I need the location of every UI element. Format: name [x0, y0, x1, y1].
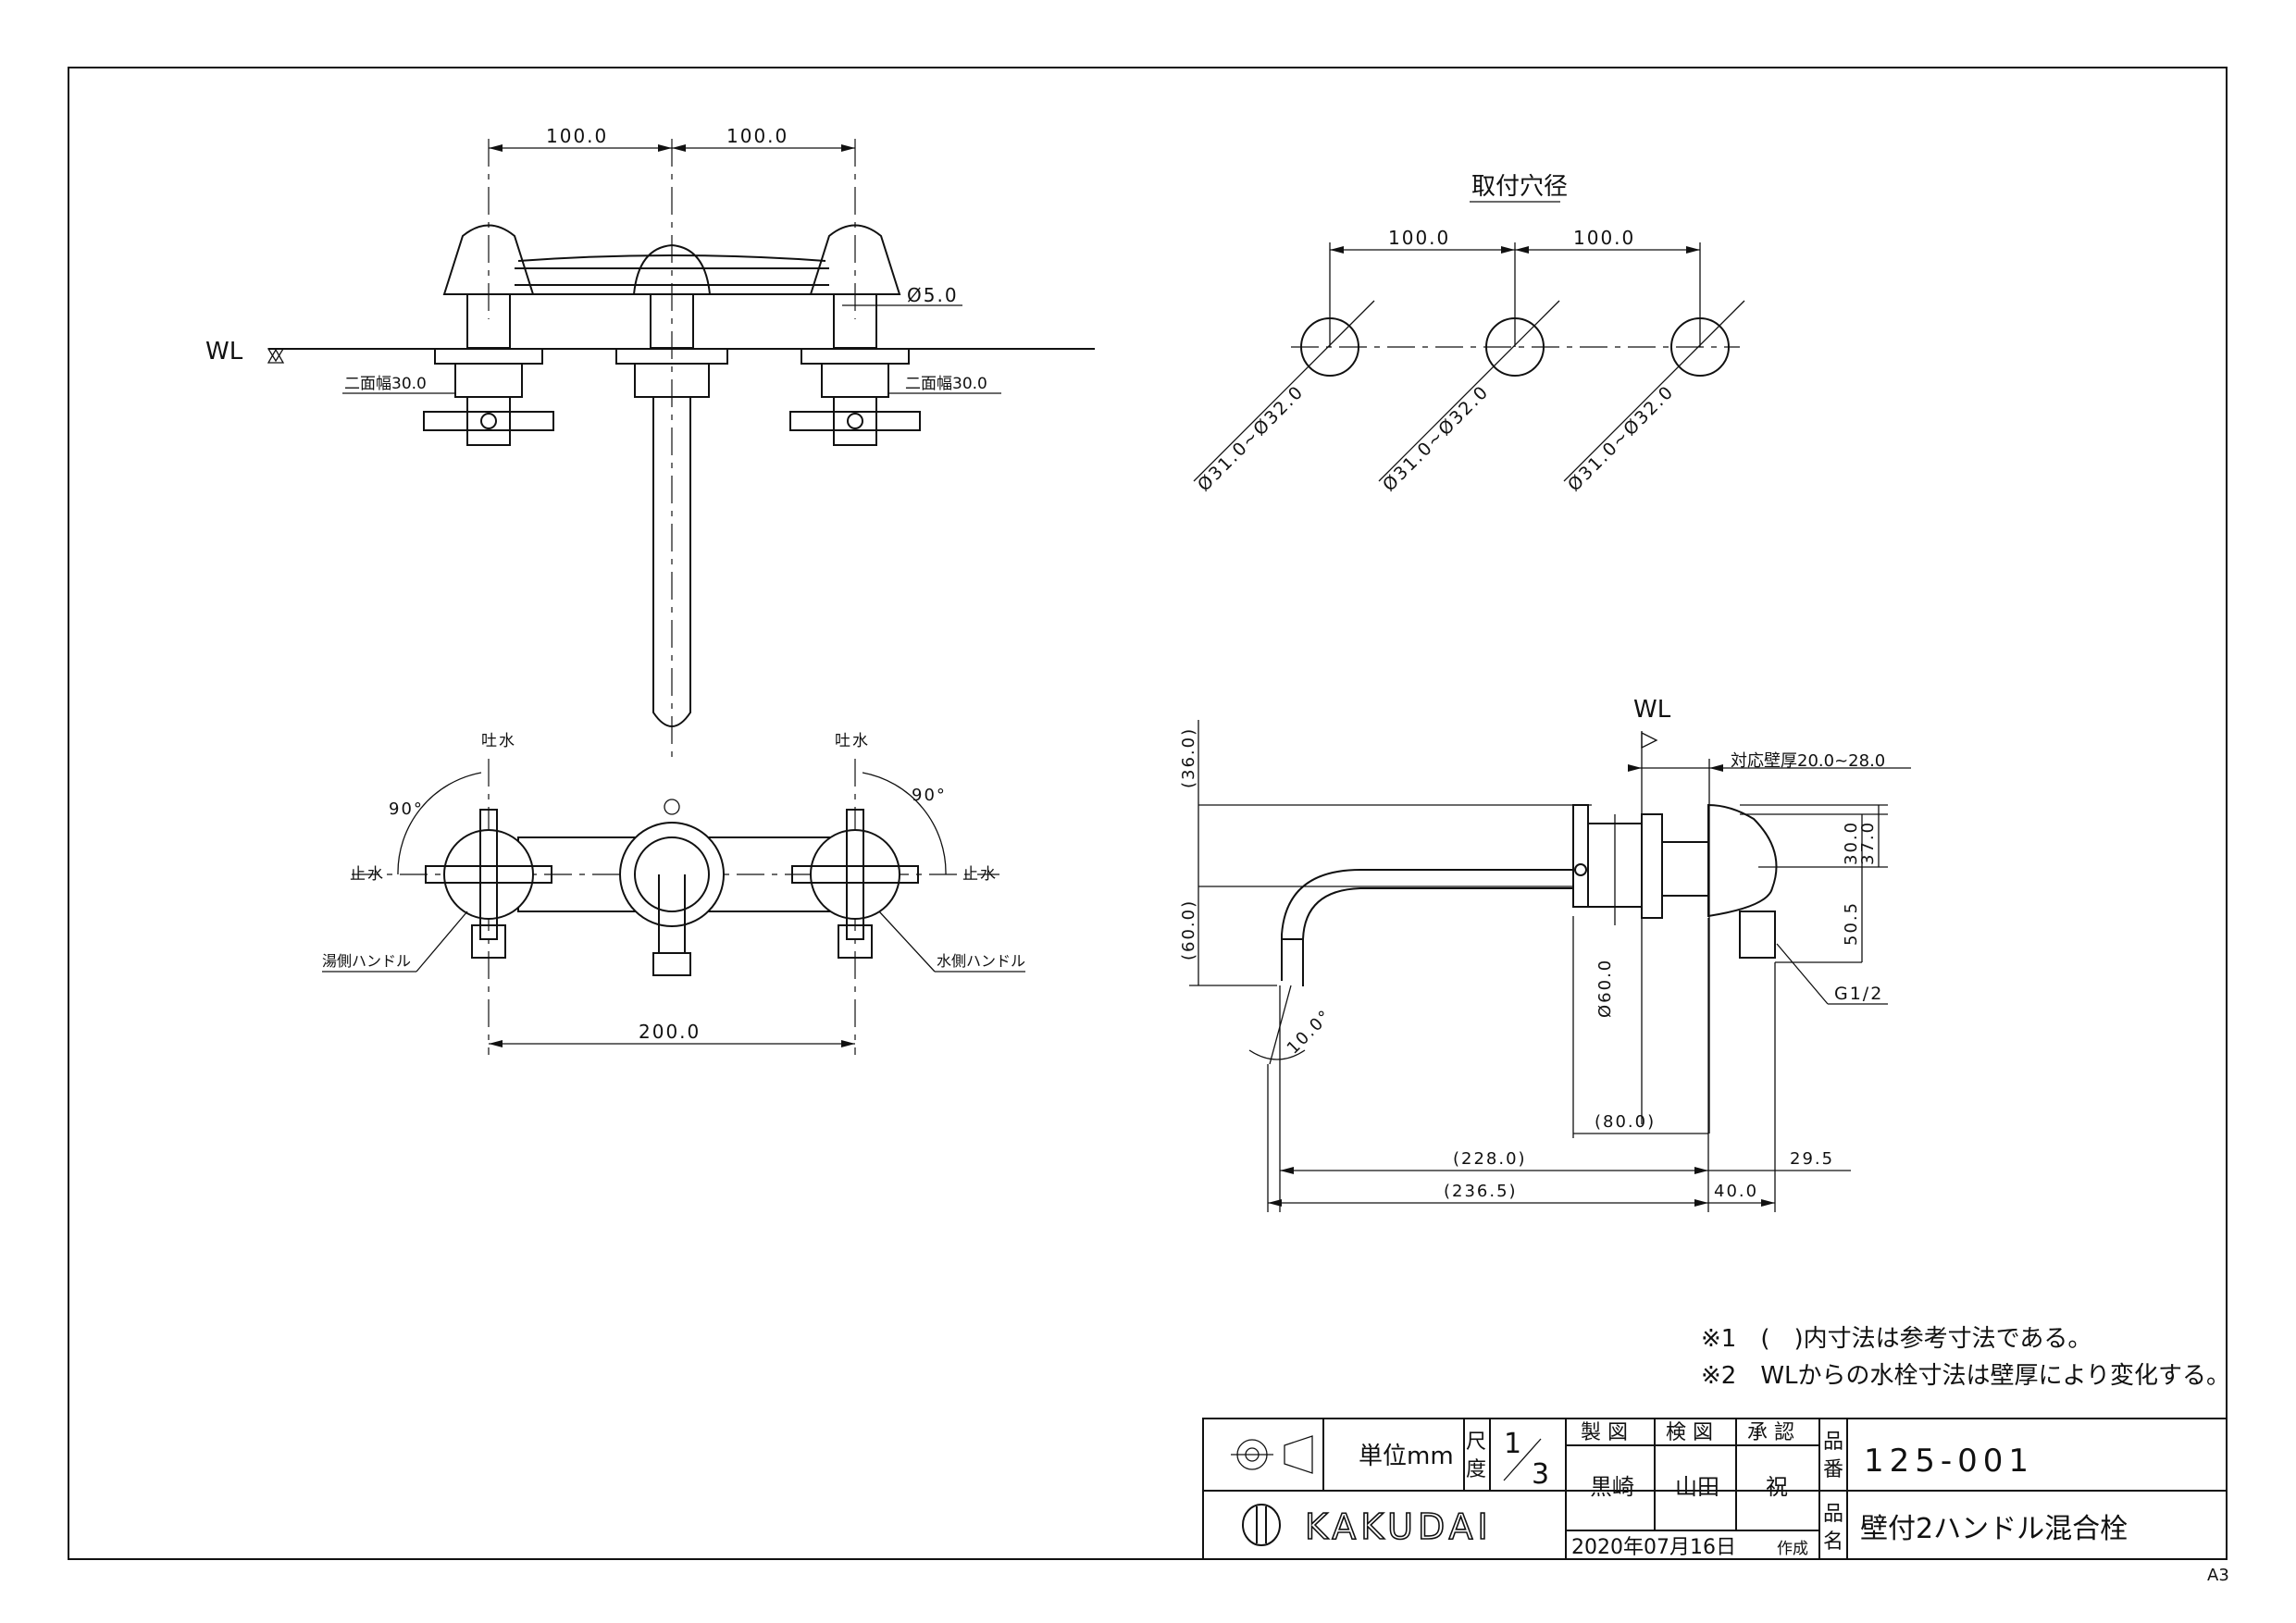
- tb-name-label-1: 品: [1823, 1503, 1843, 1526]
- holes-title: 取付穴径: [1471, 173, 1568, 201]
- holes-dia-3: Ø31.0~Ø32.0: [1564, 381, 1678, 495]
- top-angle-left: 90°: [389, 799, 424, 819]
- note-2: ※2 WLからの水栓寸法は壁厚により変化する。: [1701, 1362, 2230, 1390]
- tb-scale-label-1: 尺: [1466, 1431, 1486, 1454]
- top-stop-left: 止水: [350, 865, 385, 884]
- tb-checked: 山田: [1675, 1474, 1719, 1500]
- tb-scale-num: 1: [1504, 1428, 1521, 1460]
- side-dim-36: (36.0): [1179, 727, 1198, 788]
- tb-part-no-label-2: 番: [1823, 1458, 1843, 1481]
- front-dim-left: 100.0: [546, 125, 608, 147]
- side-wl-label: WL: [1633, 696, 1671, 724]
- top-stop-right: 止水: [962, 865, 998, 884]
- side-dim-60-vert: (60.0): [1179, 899, 1198, 960]
- tb-date: 2020年07月16日: [1571, 1536, 1736, 1559]
- side-dim-80: (80.0): [1595, 1112, 1656, 1132]
- side-thread: G1/2: [1834, 984, 1883, 1004]
- side-wall-thickness: 対応壁厚20.0~28.0: [1731, 751, 1885, 771]
- top-angle-right: 90°: [912, 786, 947, 805]
- holes-dim-right: 100.0: [1573, 227, 1635, 249]
- tb-approved-label: 承 認: [1747, 1421, 1794, 1444]
- title-block: 単位mm 尺 度 1 3 製 図 検 図 承 認 黒崎 山田 祝 2020年07…: [1202, 1418, 2228, 1560]
- top-spout-left: 吐水: [481, 732, 516, 750]
- tb-scale-den: 3: [1532, 1458, 1549, 1491]
- top-view: 吐水 吐水 90° 90° 止水 止水 湯側ハンドル 水側ハンドル 200.0: [322, 732, 1025, 1055]
- side-dim-228: (228.0): [1453, 1149, 1527, 1169]
- tb-created: 作成: [1777, 1540, 1808, 1558]
- tb-product-name: 壁付2ハンドル混合栓: [1860, 1513, 2128, 1545]
- front-across-flats-right: 二面幅30.0: [905, 375, 987, 393]
- tb-part-no: 125-001: [1864, 1443, 2034, 1480]
- top-spout-right: 吐水: [835, 732, 870, 750]
- side-dim-dia60: Ø60.0: [1595, 959, 1615, 1018]
- tb-brand: KAKUDAI: [1305, 1506, 1493, 1547]
- tb-name-label-2: 名: [1823, 1530, 1843, 1554]
- side-dim-37: 37.0: [1858, 821, 1878, 865]
- side-dim-2365: (236.5): [1444, 1182, 1518, 1201]
- side-dim-295: 29.5: [1790, 1149, 1834, 1169]
- holes-dia-1: Ø31.0~Ø32.0: [1194, 381, 1308, 495]
- top-cold-handle: 水側ハンドル: [937, 952, 1025, 970]
- front-view: 100.0 100.0 WL Ø5.0 二面幅30.0 二面幅30.0: [205, 125, 1095, 759]
- side-dim-30: 30.0: [1842, 821, 1861, 865]
- top-dim-total: 200.0: [639, 1021, 701, 1043]
- drawing-frame: [68, 67, 2228, 1560]
- side-view: WL 対応壁厚20.0~28.0 (36.0) (60.0) 10.0°: [1179, 696, 1911, 1212]
- holes-dim-left: 100.0: [1388, 227, 1450, 249]
- holes-view: 取付穴径 100.0 100.0 Ø31.0~Ø32.0 Ø31.0~Ø32.0…: [1193, 173, 1745, 496]
- tb-checked-label: 検 図: [1666, 1421, 1713, 1444]
- front-dim-right: 100.0: [726, 125, 788, 147]
- side-dim-40: 40.0: [1714, 1182, 1758, 1201]
- holes-dia-2: Ø31.0~Ø32.0: [1379, 381, 1493, 495]
- top-hot-handle: 湯側ハンドル: [322, 952, 411, 970]
- tb-unit: 単位mm: [1359, 1443, 1454, 1470]
- tb-part-no-label-1: 品: [1823, 1431, 1843, 1454]
- note-1: ※1 ( )内寸法は参考寸法である。: [1701, 1325, 2091, 1353]
- front-wl-label: WL: [205, 338, 243, 365]
- side-dim-505: 50.5: [1842, 901, 1861, 946]
- side-angle: 10.0°: [1284, 1006, 1336, 1059]
- tb-made-by: 黒崎: [1590, 1474, 1634, 1500]
- front-dim-hole: Ø5.0: [907, 284, 959, 306]
- tb-scale-label-2: 度: [1466, 1458, 1486, 1481]
- paper-size: A3: [2207, 1566, 2229, 1585]
- tb-approved: 祝: [1766, 1474, 1788, 1500]
- tb-made-by-label: 製 図: [1581, 1421, 1628, 1444]
- front-across-flats-left: 二面幅30.0: [344, 375, 427, 393]
